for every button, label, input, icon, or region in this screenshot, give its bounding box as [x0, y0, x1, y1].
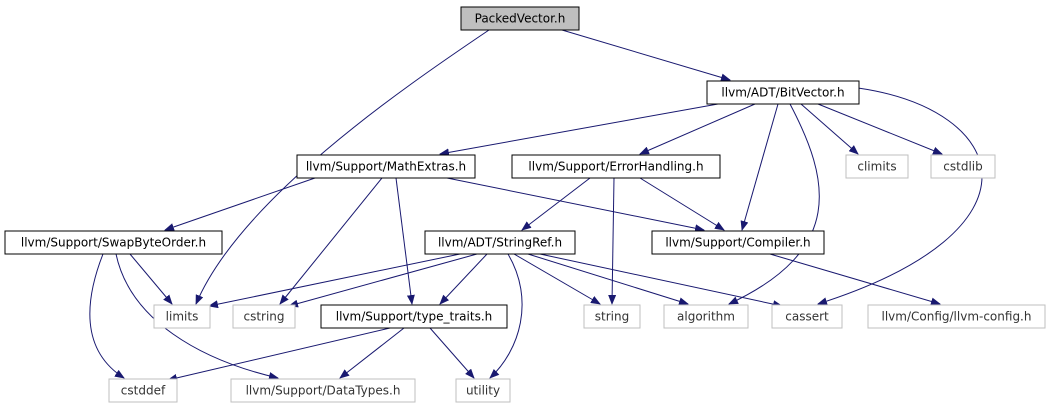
node-box-llvmconfig — [867, 304, 1046, 329]
node-label-climits: climits — [857, 160, 896, 174]
node-label-packedvector: PackedVector.h — [475, 12, 566, 26]
node-swapbyteorder[interactable]: llvm/Support/SwapByteOrder.h — [4, 230, 223, 255]
node-box-typetraits — [320, 304, 508, 329]
edge-mathextras-to-swapbyteorder — [164, 177, 316, 231]
edge-errorhandling-to-compiler — [639, 177, 725, 231]
edge-packedvector-to-bitvector — [561, 29, 731, 82]
node-packedvector[interactable]: PackedVector.h — [460, 6, 580, 31]
node-compiler[interactable]: llvm/Support/Compiler.h — [651, 230, 825, 255]
node-label-algorithm: algorithm — [677, 310, 735, 324]
node-box-bitvector — [706, 80, 860, 105]
edge-bitvector-to-algorithm — [728, 103, 820, 305]
node-box-compiler — [651, 230, 825, 255]
node-box-cstddef — [108, 378, 178, 403]
node-box-mathextras — [296, 154, 476, 179]
edge-errorhandling-to-stringref — [521, 177, 591, 231]
node-box-swapbyteorder — [4, 230, 223, 255]
node-limits: limits — [153, 304, 211, 329]
node-box-algorithm — [663, 304, 749, 329]
node-errorhandling[interactable]: llvm/Support/ErrorHandling.h — [511, 154, 721, 179]
edges-layer — [89, 29, 983, 382]
node-box-stringref — [424, 230, 576, 255]
edge-stringref-to-limits — [208, 253, 461, 309]
edge-swapbyteorder-to-datatypes — [115, 253, 279, 380]
node-label-cstddef: cstddef — [121, 384, 166, 398]
node-mathextras[interactable]: llvm/Support/MathExtras.h — [296, 154, 476, 179]
node-utility: utility — [455, 378, 511, 403]
node-box-cstdlib — [930, 154, 996, 179]
edge-swapbyteorder-to-limits — [129, 253, 173, 305]
nodes-layer: PackedVector.h llvm/ADT/BitVector.h llvm/S… — [4, 6, 1046, 403]
edge-mathextras-to-compiler — [446, 177, 705, 233]
node-climits: climits — [845, 154, 909, 179]
edge-stringref-to-cassert — [539, 253, 783, 309]
edge-compiler-to-llvmconfig — [769, 253, 941, 306]
node-box-packedvector — [460, 6, 580, 31]
node-label-llvmconfig: llvm/Config/llvm-config.h — [882, 310, 1032, 324]
edge-stringref-to-string — [513, 253, 601, 305]
node-cstdlib: cstdlib — [930, 154, 996, 179]
edge-bitvector-to-cstdlib — [817, 103, 943, 155]
node-box-string — [583, 304, 641, 329]
edge-typetraits-to-cstddef — [167, 327, 391, 382]
edge-errorhandling-to-string — [608, 177, 617, 305]
node-cassert: cassert — [771, 304, 843, 329]
node-typetraits[interactable]: llvm/Support/type_traits.h — [320, 304, 508, 329]
edge-stringref-to-cstring — [288, 253, 478, 308]
edge-bitvector-to-climits — [800, 103, 859, 155]
node-box-limits — [153, 304, 211, 329]
node-label-utility: utility — [466, 384, 500, 398]
node-algorithm: algorithm — [663, 304, 749, 329]
node-box-climits — [845, 154, 909, 179]
node-label-errorhandling: llvm/Support/ErrorHandling.h — [528, 160, 703, 174]
node-label-typetraits: llvm/Support/type_traits.h — [336, 310, 493, 324]
node-label-mathextras: llvm/Support/MathExtras.h — [306, 160, 466, 174]
node-cstring: cstring — [232, 304, 296, 329]
node-label-cstring: cstring — [243, 310, 284, 324]
node-label-string: string — [595, 310, 629, 324]
node-label-cstdlib: cstdlib — [943, 160, 982, 174]
edge-stringref-to-algorithm — [527, 253, 689, 306]
node-label-cassert: cassert — [785, 310, 829, 324]
node-box-errorhandling — [511, 154, 721, 179]
node-datatypes: llvm/Support/DataTypes.h — [230, 378, 416, 403]
node-box-datatypes — [230, 378, 416, 403]
edge-stringref-to-typetraits — [439, 253, 488, 305]
edge-bitvector-to-compiler — [740, 103, 779, 231]
node-box-cassert — [771, 304, 843, 329]
edge-typetraits-to-utility — [429, 327, 475, 379]
edge-mathextras-to-typetraits — [395, 177, 415, 305]
node-box-utility — [455, 378, 511, 403]
node-string: string — [583, 304, 641, 329]
edge-bitvector-to-errorhandling — [639, 103, 756, 155]
node-label-stringref: llvm/ADT/StringRef.h — [438, 236, 562, 250]
node-label-datatypes: llvm/Support/DataTypes.h — [246, 384, 401, 398]
node-stringref[interactable]: llvm/ADT/StringRef.h — [424, 230, 576, 255]
edge-swapbyteorder-to-cstddef — [89, 253, 125, 379]
node-bitvector[interactable]: llvm/ADT/BitVector.h — [706, 80, 860, 105]
node-label-compiler: llvm/Support/Compiler.h — [665, 236, 810, 250]
node-cstddef: cstddef — [108, 378, 178, 403]
node-label-swapbyteorder: llvm/Support/SwapByteOrder.h — [21, 236, 206, 250]
edge-bitvector-to-mathextras — [439, 103, 719, 157]
edge-bitvector-to-cassert — [817, 87, 983, 306]
node-label-bitvector: llvm/ADT/BitVector.h — [721, 86, 844, 100]
edge-stringref-to-utility — [489, 253, 523, 379]
edge-mathextras-to-cstring — [279, 177, 383, 305]
node-llvmconfig: llvm/Config/llvm-config.h — [867, 304, 1046, 329]
edge-packedvector-to-limits — [195, 29, 490, 305]
node-box-cstring — [232, 304, 296, 329]
node-label-limits: limits — [166, 310, 199, 324]
edge-typetraits-to-datatypes — [339, 327, 405, 379]
